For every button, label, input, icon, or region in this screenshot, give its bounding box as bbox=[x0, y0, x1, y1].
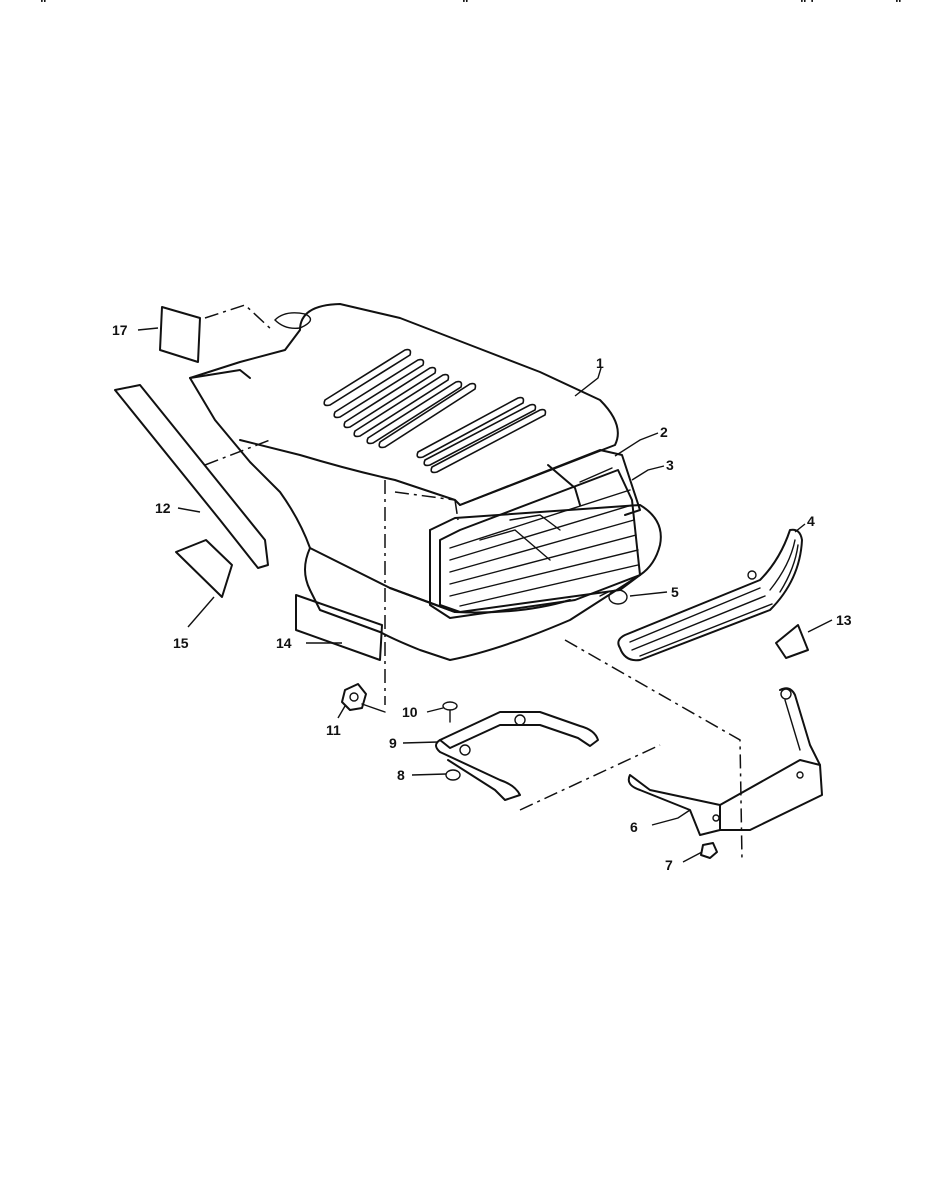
callout-2: 2 bbox=[660, 424, 668, 440]
callout-7: 7 bbox=[665, 857, 673, 873]
hardware bbox=[341, 589, 718, 859]
bracket-part-9 bbox=[435, 711, 599, 801]
callout-3: 3 bbox=[666, 457, 674, 473]
callout-6: 6 bbox=[630, 819, 638, 835]
callout-labels: 1 2 3 4 5 6 7 8 9 10 11 12 13 14 15 17 bbox=[112, 322, 852, 873]
decals bbox=[114, 304, 809, 661]
callout-13: 13 bbox=[836, 612, 852, 628]
callout-15: 15 bbox=[173, 635, 189, 651]
callout-14: 14 bbox=[276, 635, 292, 651]
header-mark: " bbox=[895, 0, 902, 11]
header-mark: " bbox=[40, 0, 47, 11]
callout-11: 11 bbox=[326, 722, 341, 738]
callout-5: 5 bbox=[671, 584, 679, 600]
callout-10: 10 bbox=[402, 704, 418, 720]
grille-parts-2-3 bbox=[439, 469, 641, 613]
callout-4: 4 bbox=[807, 513, 815, 529]
bracket-part-6 bbox=[519, 639, 823, 861]
header-marks: " " " ' " bbox=[40, 0, 902, 11]
callout-9: 9 bbox=[389, 735, 397, 751]
header-mark: " ' bbox=[800, 0, 814, 11]
lens-part-4 bbox=[617, 528, 803, 662]
callout-12: 12 bbox=[155, 500, 171, 516]
hood-part-1 bbox=[189, 303, 662, 705]
hood-vents bbox=[323, 348, 547, 474]
header-mark: " bbox=[462, 0, 469, 11]
callout-17: 17 bbox=[112, 322, 128, 338]
leader-lines bbox=[137, 327, 833, 863]
callout-1: 1 bbox=[596, 355, 604, 371]
callout-8: 8 bbox=[397, 767, 405, 783]
